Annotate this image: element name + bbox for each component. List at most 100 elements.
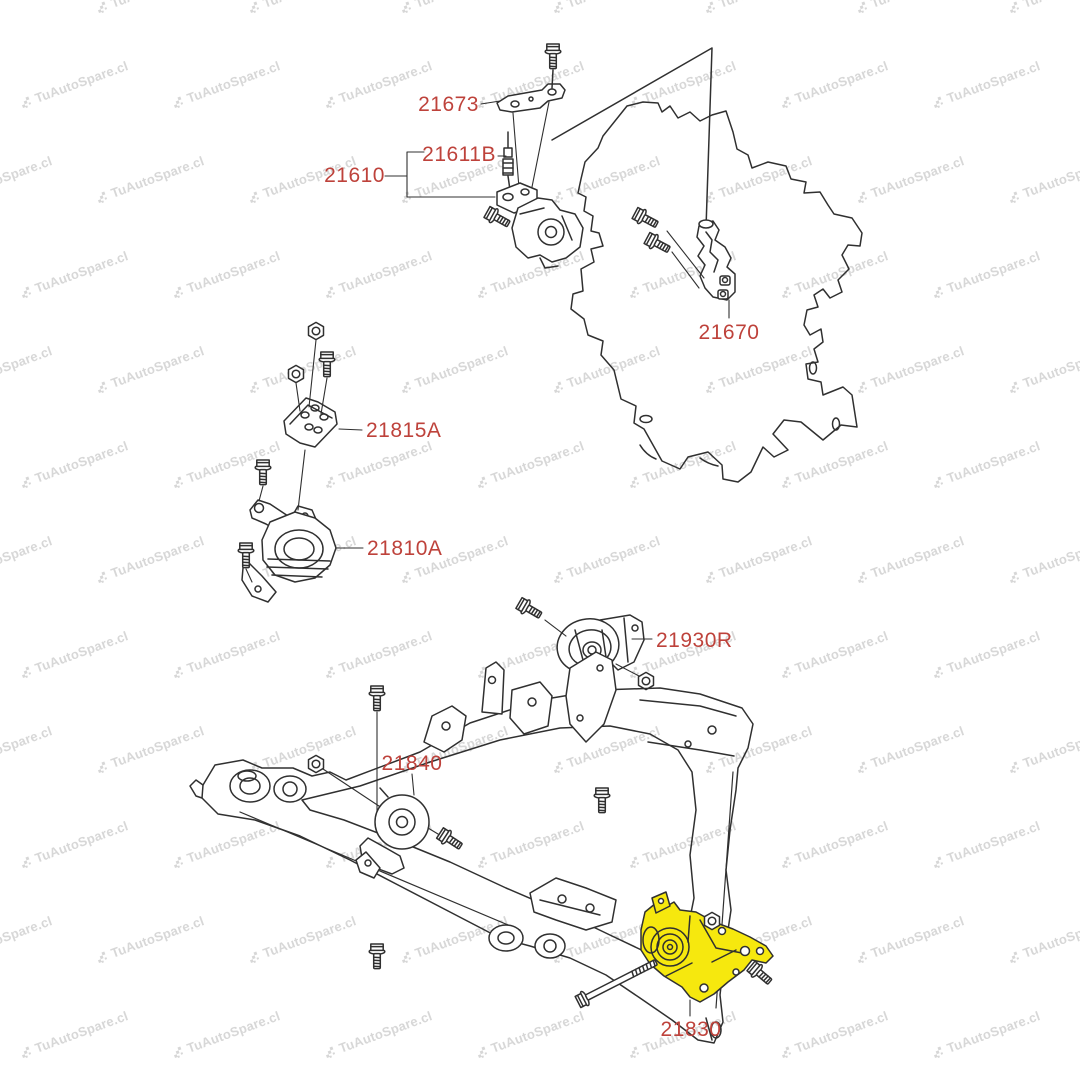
watermark: TuAutoSpare.cl bbox=[779, 1008, 890, 1061]
watermark: TuAutoSpare.cl bbox=[779, 248, 890, 301]
watermark: TuAutoSpare.cl bbox=[627, 248, 738, 301]
watermark: TuAutoSpare.cl bbox=[19, 58, 130, 111]
watermark-logo-icon bbox=[401, 381, 411, 393]
watermark: TuAutoSpare.cl bbox=[1007, 723, 1080, 776]
part-label-21840: 21840 bbox=[382, 752, 443, 775]
engine-outline bbox=[551, 47, 863, 483]
nut-icon bbox=[703, 911, 721, 931]
bolt-icon bbox=[745, 959, 776, 989]
watermark-logo-icon bbox=[857, 381, 867, 393]
watermark: TuAutoSpare.cl bbox=[779, 58, 890, 111]
watermark: TuAutoSpare.cl bbox=[19, 438, 130, 491]
watermark-logo-icon bbox=[705, 381, 715, 393]
watermark: TuAutoSpare.cl bbox=[171, 248, 282, 301]
part-labels: 2167321611B216102167021815A21810A21930R2… bbox=[324, 93, 759, 1041]
watermark-logo-icon bbox=[781, 856, 791, 868]
part-label-21611B: 21611B bbox=[422, 143, 496, 166]
watermark-logo-icon bbox=[553, 381, 563, 393]
watermark-logo-icon bbox=[781, 96, 791, 108]
watermark: TuAutoSpare.cl bbox=[931, 438, 1042, 491]
part-label-21610: 21610 bbox=[324, 164, 385, 187]
watermark: TuAutoSpare.cl bbox=[399, 533, 510, 586]
bolt-icon bbox=[593, 787, 611, 814]
watermark: TuAutoSpare.cl bbox=[171, 818, 282, 871]
watermark-logo-icon bbox=[173, 96, 183, 108]
watermark-logo-icon bbox=[21, 286, 31, 298]
watermark-logo-icon bbox=[97, 381, 107, 393]
watermark-logo-icon bbox=[173, 856, 183, 868]
watermark: TuAutoSpare.cl bbox=[855, 0, 966, 16]
bolt-icon bbox=[254, 459, 272, 486]
watermark-logo-icon bbox=[477, 476, 487, 488]
watermark: TuAutoSpare.cl bbox=[399, 153, 510, 206]
watermark-logo-icon bbox=[857, 571, 867, 583]
part-label-21673: 21673 bbox=[418, 93, 479, 116]
watermark-logo-icon bbox=[1009, 761, 1019, 773]
part-label-21830: 21830 bbox=[661, 1018, 722, 1041]
watermark-logo-icon bbox=[629, 1046, 639, 1058]
watermark: TuAutoSpare.cl bbox=[95, 533, 206, 586]
watermark: TuAutoSpare.cl bbox=[931, 58, 1042, 111]
watermark: TuAutoSpare.cl bbox=[627, 438, 738, 491]
watermark-logo-icon bbox=[21, 1046, 31, 1058]
watermark: TuAutoSpare.cl bbox=[247, 0, 358, 16]
watermark: TuAutoSpare.cl bbox=[551, 153, 662, 206]
nut-icon bbox=[287, 364, 305, 384]
watermark: TuAutoSpare.cl bbox=[1007, 913, 1080, 966]
watermark: TuAutoSpare.cl bbox=[475, 818, 586, 871]
watermark-logo-icon bbox=[857, 191, 867, 203]
watermark-logo-icon bbox=[97, 761, 107, 773]
watermark-logo-icon bbox=[173, 476, 183, 488]
watermark-logo-icon bbox=[1009, 381, 1019, 393]
bolt-icon bbox=[368, 685, 386, 712]
watermark-logo-icon bbox=[933, 286, 943, 298]
part-21830-mount-highlighted bbox=[573, 891, 776, 1017]
watermark-logo-icon bbox=[97, 1, 107, 13]
watermark-logo-icon bbox=[477, 1046, 487, 1058]
watermark-logo-icon bbox=[325, 286, 335, 298]
watermark: TuAutoSpare.cl bbox=[551, 0, 662, 16]
nut-icon bbox=[307, 321, 325, 341]
subframe-crossmember bbox=[189, 651, 754, 1044]
watermark: TuAutoSpare.cl bbox=[475, 58, 586, 111]
bolt-icon bbox=[544, 43, 562, 70]
watermark-logo-icon bbox=[1009, 571, 1019, 583]
watermark-logo-icon bbox=[705, 761, 715, 773]
watermark-logo-icon bbox=[781, 666, 791, 678]
watermark-logo-icon bbox=[21, 96, 31, 108]
watermark-logo-icon bbox=[553, 761, 563, 773]
watermark: TuAutoSpare.cl bbox=[703, 343, 814, 396]
watermark-logo-icon bbox=[629, 286, 639, 298]
watermark: TuAutoSpare.cl bbox=[855, 913, 966, 966]
watermark: TuAutoSpare.cl bbox=[627, 818, 738, 871]
bolt-icon bbox=[435, 825, 466, 854]
watermark-logo-icon bbox=[1009, 951, 1019, 963]
watermark-logo-icon bbox=[1009, 191, 1019, 203]
watermark-logo-icon bbox=[21, 476, 31, 488]
watermark: TuAutoSpare.cl bbox=[855, 343, 966, 396]
watermark: TuAutoSpare.cl bbox=[323, 248, 434, 301]
part-21840-mount bbox=[307, 685, 466, 879]
watermark: TuAutoSpare.cl bbox=[247, 343, 358, 396]
watermark-logo-icon bbox=[781, 286, 791, 298]
watermark: TuAutoSpare.cl bbox=[323, 438, 434, 491]
watermark: TuAutoSpare.cl bbox=[1007, 0, 1080, 16]
watermark: TuAutoSpare.cl bbox=[1007, 533, 1080, 586]
watermark: TuAutoSpare.cl bbox=[551, 723, 662, 776]
watermark-logo-icon bbox=[325, 96, 335, 108]
watermark-logo-icon bbox=[249, 191, 259, 203]
watermark: TuAutoSpare.cl bbox=[323, 58, 434, 111]
watermark-logo-icon bbox=[477, 856, 487, 868]
long-bolt-icon bbox=[573, 954, 661, 1010]
watermark: TuAutoSpare.cl bbox=[95, 0, 206, 16]
watermark: TuAutoSpare.cl bbox=[627, 1008, 738, 1061]
watermark-logo-icon bbox=[857, 1, 867, 13]
watermark-logo-icon bbox=[705, 571, 715, 583]
watermark: TuAutoSpare.cl bbox=[95, 343, 206, 396]
watermark-logo-icon bbox=[97, 571, 107, 583]
watermark: TuAutoSpare.cl bbox=[399, 913, 510, 966]
watermark-logo-icon bbox=[401, 1, 411, 13]
watermark-logo-icon bbox=[401, 571, 411, 583]
